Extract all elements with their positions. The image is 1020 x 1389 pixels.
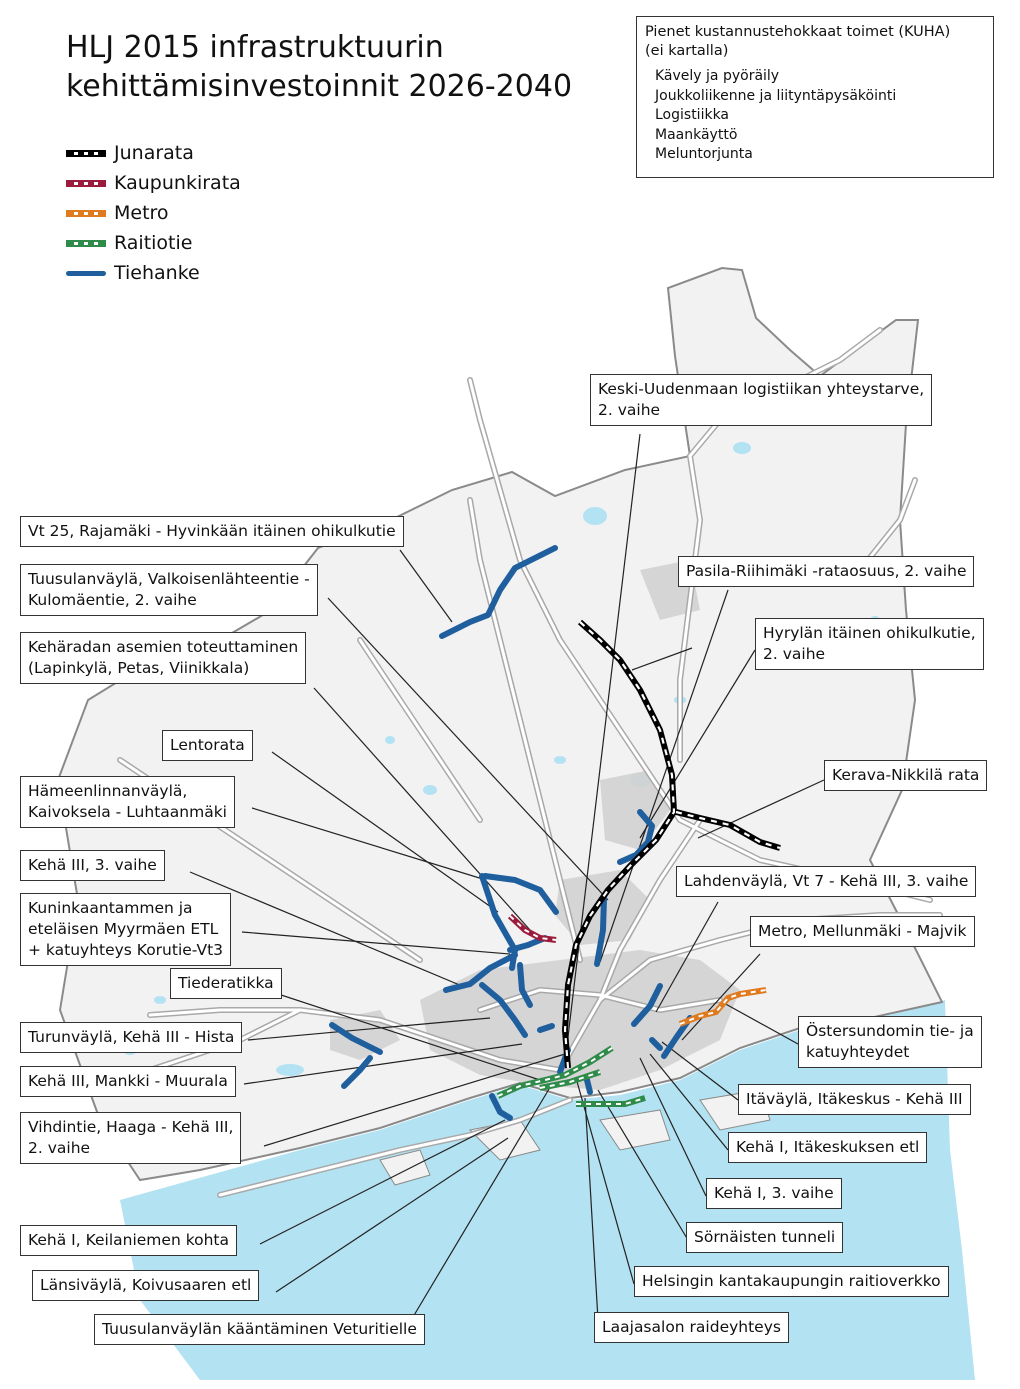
label-line: Lentorata <box>170 736 245 754</box>
label-line: Tuusulanväylä, Valkoisenlähteentie - <box>28 570 310 588</box>
label-line: 2. vaihe <box>598 401 661 419</box>
label-itavayla: Itäväylä, Itäkeskus - Kehä III <box>738 1084 971 1115</box>
label-line: Kehäradan asemien toteuttaminen <box>28 638 299 656</box>
kuha-heading-1: Pienet kustannustehokkaat toimet (KUHA) <box>645 24 951 40</box>
label-helsingin-kantakaupungin: Helsingin kantakaupungin raitioverkko <box>634 1266 949 1297</box>
kuha-list: Kävely ja pyöräily Joukkoliikenne ja lii… <box>655 67 985 165</box>
label-vihdintie: Vihdintie, Haaga - Kehä III, 2. vaihe <box>20 1112 242 1164</box>
label-line: Vihdintie, Haaga - Kehä III, <box>28 1118 234 1136</box>
rail-lines <box>562 619 781 1069</box>
label-sornaisten: Sörnäisten tunneli <box>686 1222 844 1253</box>
legend-label: Kaupunkirata <box>114 172 241 194</box>
label-turunvayla: Turunväylä, Kehä III - Hista <box>20 1022 243 1053</box>
city-rail <box>507 913 557 943</box>
label-line: Kehä III, 3. vaihe <box>28 856 157 874</box>
label-keha1-keilaniemen: Kehä I, Keilaniemen kohta <box>20 1225 238 1256</box>
kuha-item: Logistiikka <box>655 107 730 123</box>
road-network <box>117 327 943 1198</box>
label-lentorata: Lentorata <box>162 730 253 761</box>
metro-line <box>678 987 767 1027</box>
legend-label: Raitiotie <box>114 232 193 254</box>
legend-item: Raitiotie <box>66 228 241 258</box>
kuha-item: Kävely ja pyöräily <box>655 68 780 84</box>
label-line: Kehä I, Itäkeskuksen etl <box>736 1138 920 1156</box>
label-keha1-itakeskuksen: Kehä I, Itäkeskuksen etl <box>728 1132 928 1163</box>
label-keha1-3: Kehä I, 3. vaihe <box>706 1178 842 1209</box>
label-line: Vt 25, Rajamäki - Hyvinkään itäinen ohik… <box>28 522 396 540</box>
label-metro-mellunmaki: Metro, Mellunmäki - Majvik <box>750 916 975 947</box>
label-kuninkaantammen: Kuninkaantammen ja eteläisen Myyrmäen ETL… <box>20 893 232 966</box>
legend-item: Kaupunkirata <box>66 168 241 198</box>
label-tuusulanvaylan-kaantaminen: Tuusulanväylän kääntäminen Veturitielle <box>94 1314 425 1345</box>
legend-swatch <box>66 239 106 247</box>
label-ostersundomin: Östersundomin tie- ja katuyhteydet <box>798 1016 982 1068</box>
label-line: Helsingin kantakaupungin raitioverkko <box>642 1272 941 1290</box>
label-line: Keski-Uudenmaan logistiikan yhteystarve, <box>598 380 925 398</box>
label-line: Kaivoksela - Luhtaanmäki <box>28 803 227 821</box>
legend-label: Junarata <box>114 142 194 164</box>
legend-swatch <box>66 209 106 217</box>
label-line: Hyrylän itäinen ohikulkutie, <box>763 624 976 642</box>
label-line: + katuyhteys Korutie-Vt3 <box>28 941 224 959</box>
label-line: Pasila-Riihimäki -rataosuus, 2. vaihe <box>686 562 967 580</box>
label-line: Länsiväylä, Koivusaaren etl <box>40 1276 252 1294</box>
label-kerava-nikkila: Kerava-Nikkilä rata <box>824 760 988 791</box>
label-lahdenvayla: Lahdenväylä, Vt 7 - Kehä III, 3. vaihe <box>676 866 977 897</box>
label-tiederatikka: Tiederatikka <box>170 968 282 999</box>
label-lansivayla: Länsiväylä, Koivusaaren etl <box>32 1270 260 1301</box>
kuha-item: Joukkoliikenne ja liityntäpysäköinti <box>655 87 897 104</box>
kuha-heading-2: (ei kartalla) <box>645 43 729 59</box>
label-line: 2. vaihe <box>763 645 826 663</box>
label-keha3-mankki: Kehä III, Mankki - Muurala <box>20 1066 236 1097</box>
label-line: Hämeenlinnanväylä, <box>28 782 188 800</box>
kuha-item: Meluntorjunta <box>655 146 753 162</box>
kuha-item: Maankäyttö <box>655 126 738 143</box>
legend-label: Tiehanke <box>114 262 200 284</box>
label-line: katuyhteydet <box>806 1043 910 1061</box>
label-keski-uudenmaan: Keski-Uudenmaan logistiikan yhteystarve,… <box>590 374 933 426</box>
legend-label: Metro <box>114 202 169 224</box>
legend-swatch <box>66 149 106 157</box>
label-hyrylan: Hyrylän itäinen ohikulkutie, 2. vaihe <box>755 618 984 670</box>
kuha-box: Pienet kustannustehokkaat toimet (KUHA) … <box>636 16 994 178</box>
label-laajasalon: Laajasalon raideyhteys <box>594 1312 789 1343</box>
legend-item: Metro <box>66 198 241 228</box>
label-line: Turunväylä, Kehä III - Hista <box>28 1028 235 1046</box>
label-line: Östersundomin tie- ja <box>806 1022 974 1040</box>
label-hameenlinnanvayla: Hämeenlinnanväylä, Kaivoksela - Luhtaanmä… <box>20 776 235 828</box>
title-line-1: HLJ 2015 infrastruktuurin <box>66 30 444 65</box>
label-line: Kulomäentie, 2. vaihe <box>28 591 197 609</box>
legend-swatch <box>66 270 106 276</box>
label-line: Lahdenväylä, Vt 7 - Kehä III, 3. vaihe <box>684 872 969 890</box>
label-tuusulanvayla-valkoisen: Tuusulanväylä, Valkoisenlähteentie - Kulo… <box>20 564 318 616</box>
label-line: Itäväylä, Itäkeskus - Kehä III <box>746 1090 963 1108</box>
title-line-2: kehittämisinvestoinnit 2026-2040 <box>66 69 573 104</box>
label-pasila-riihimaki: Pasila-Riihimäki -rataosuus, 2. vaihe <box>678 556 975 587</box>
label-line: Laajasalon raideyhteys <box>602 1318 781 1336</box>
label-line: Metro, Mellunmäki - Majvik <box>758 922 967 940</box>
label-line: Tuusulanväylän kääntäminen Veturitielle <box>102 1320 417 1338</box>
label-keharadan: Kehäradan asemien toteuttaminen (Lapinkyl… <box>20 632 307 684</box>
map-title: HLJ 2015 infrastruktuurin kehittämisinve… <box>66 28 572 106</box>
tram-lines <box>496 1045 646 1107</box>
label-line: Kerava-Nikkilä rata <box>832 766 980 784</box>
label-vt25: Vt 25, Rajamäki - Hyvinkään itäinen ohik… <box>20 516 404 547</box>
label-keha3-3: Kehä III, 3. vaihe <box>20 850 165 881</box>
legend-item: Tiehanke <box>66 258 241 288</box>
label-line: eteläisen Myyrmäen ETL <box>28 920 219 938</box>
label-line: Kehä I, 3. vaihe <box>714 1184 834 1202</box>
label-line: Kuninkaantammen ja <box>28 899 193 917</box>
label-line: 2. vaihe <box>28 1139 91 1157</box>
legend-swatch <box>66 179 106 187</box>
legend-item: Junarata <box>66 138 241 168</box>
label-line: Kehä III, Mankki - Muurala <box>28 1072 228 1090</box>
label-line: (Lapinkylä, Petas, Viinikkala) <box>28 659 250 677</box>
leader-lines <box>189 433 825 1323</box>
label-line: Sörnäisten tunneli <box>694 1228 836 1246</box>
label-line: Kehä I, Keilaniemen kohta <box>28 1231 230 1249</box>
label-line: Tiederatikka <box>178 974 274 992</box>
